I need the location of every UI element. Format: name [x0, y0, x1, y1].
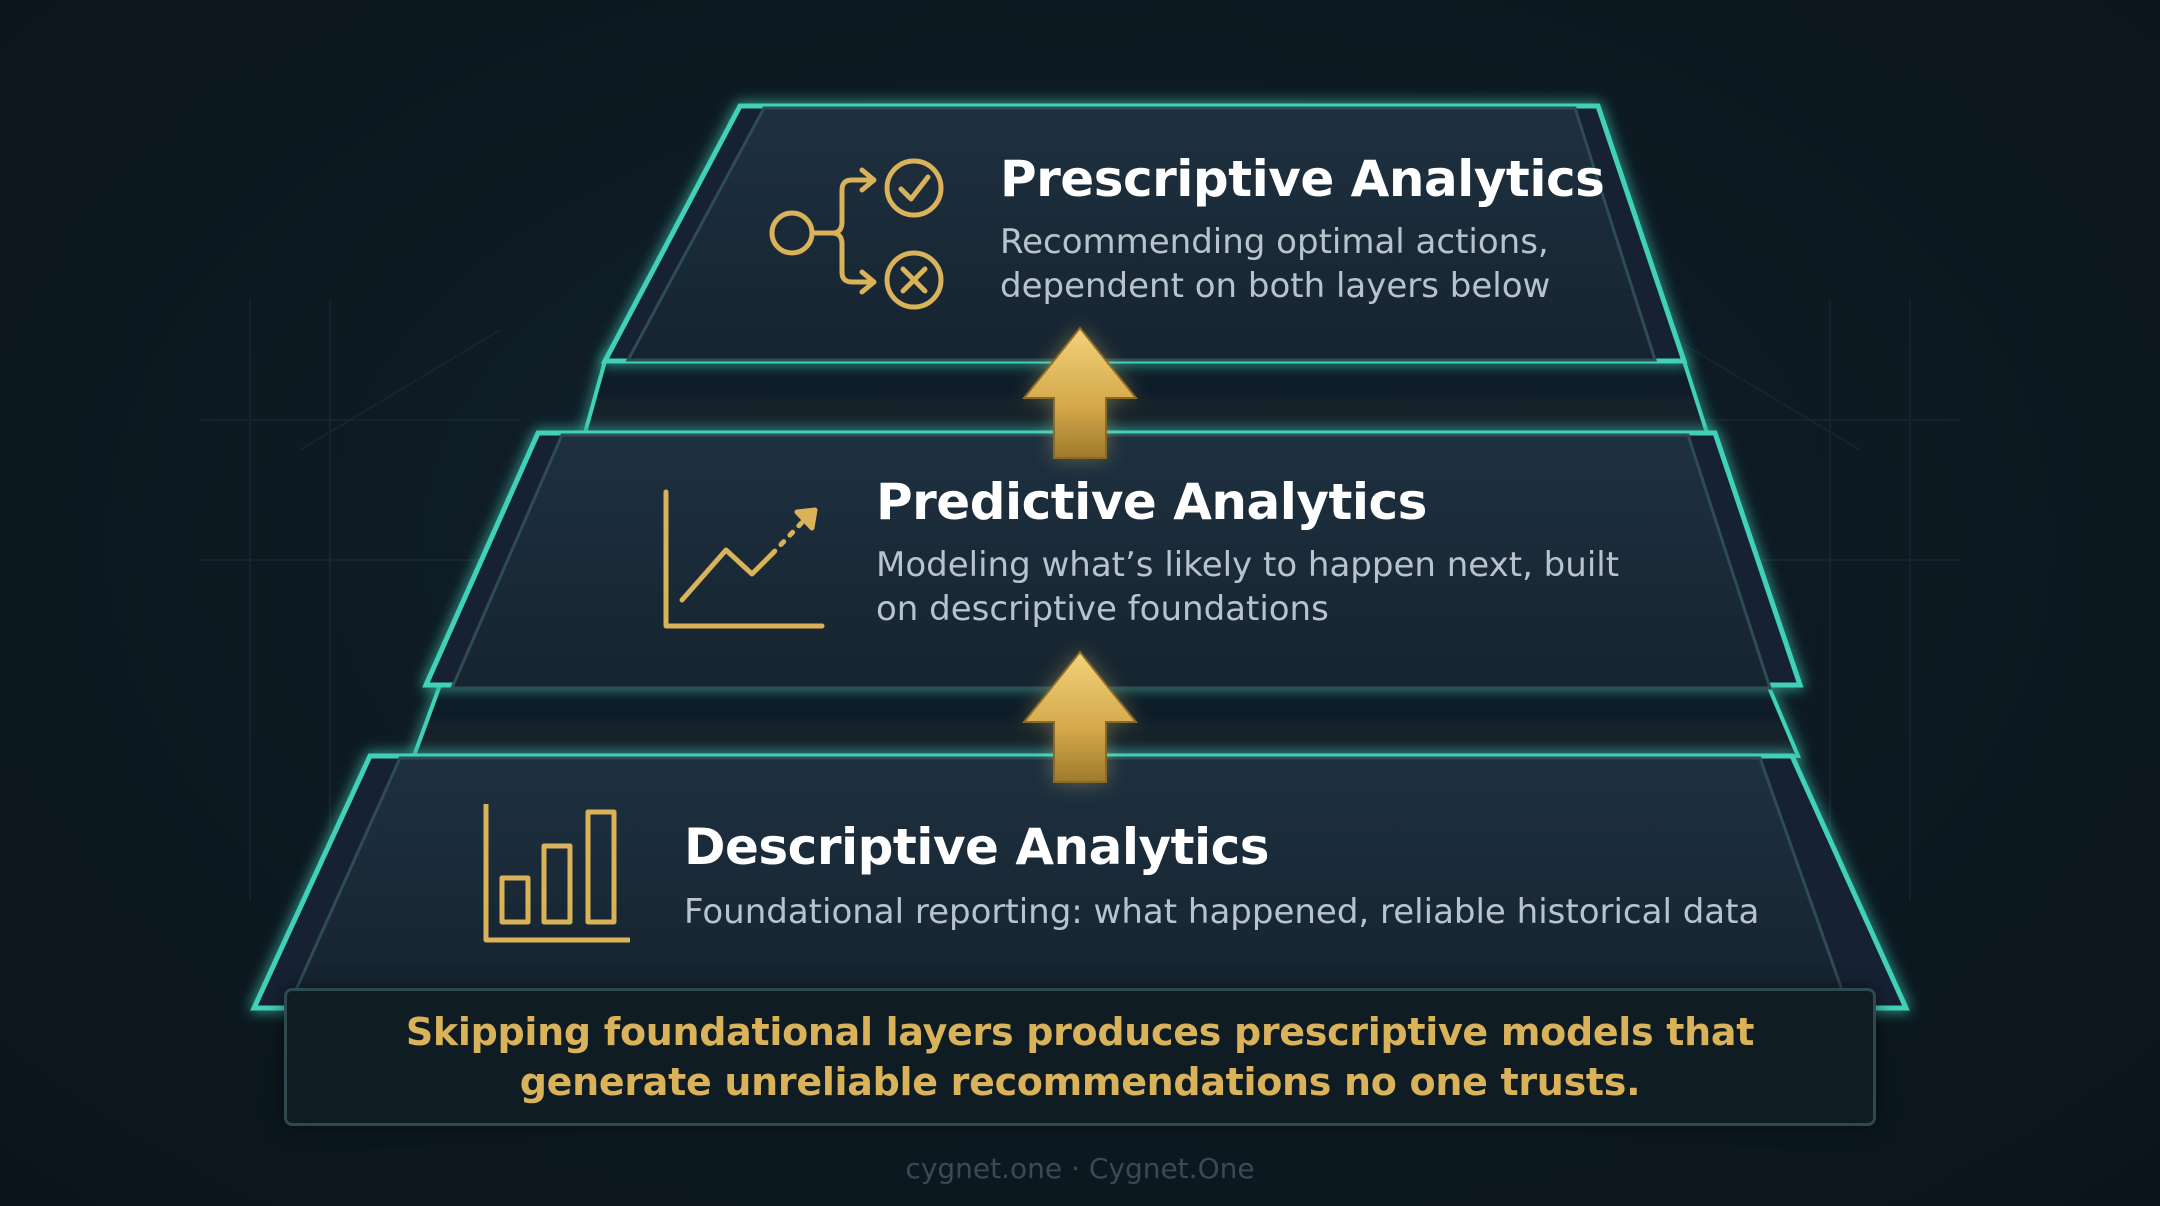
trend-chart-icon: [663, 489, 825, 629]
descriptive-title: Descriptive Analytics: [684, 818, 1270, 876]
bar-chart-icon: [483, 804, 630, 943]
arrow-up-icon: [1021, 326, 1139, 459]
warning-text: Skipping foundational layers produces pr…: [405, 1010, 1755, 1104]
prescriptive-description: Recommending optimal actions, dependent …: [1000, 222, 1551, 306]
footer-credit: cygnet.one · Cygnet.One: [905, 1152, 1255, 1185]
prescriptive-title: Prescriptive Analytics: [1000, 150, 1605, 208]
descriptive-description: Foundational reporting: what happened, r…: [684, 892, 1760, 932]
predictive-title: Predictive Analytics: [876, 473, 1427, 531]
background-grid: [200, 300, 1960, 900]
warning-callout: Skipping foundational layers produces pr…: [284, 988, 1876, 1126]
prescriptive-layer: [625, 106, 1658, 362]
predictive-description: Modeling what’s likely to happen next, b…: [876, 545, 1620, 629]
arrow-up-icon: [1021, 650, 1139, 783]
gap-band-upper: [582, 359, 1710, 435]
decision-branch-icon: [769, 158, 944, 310]
